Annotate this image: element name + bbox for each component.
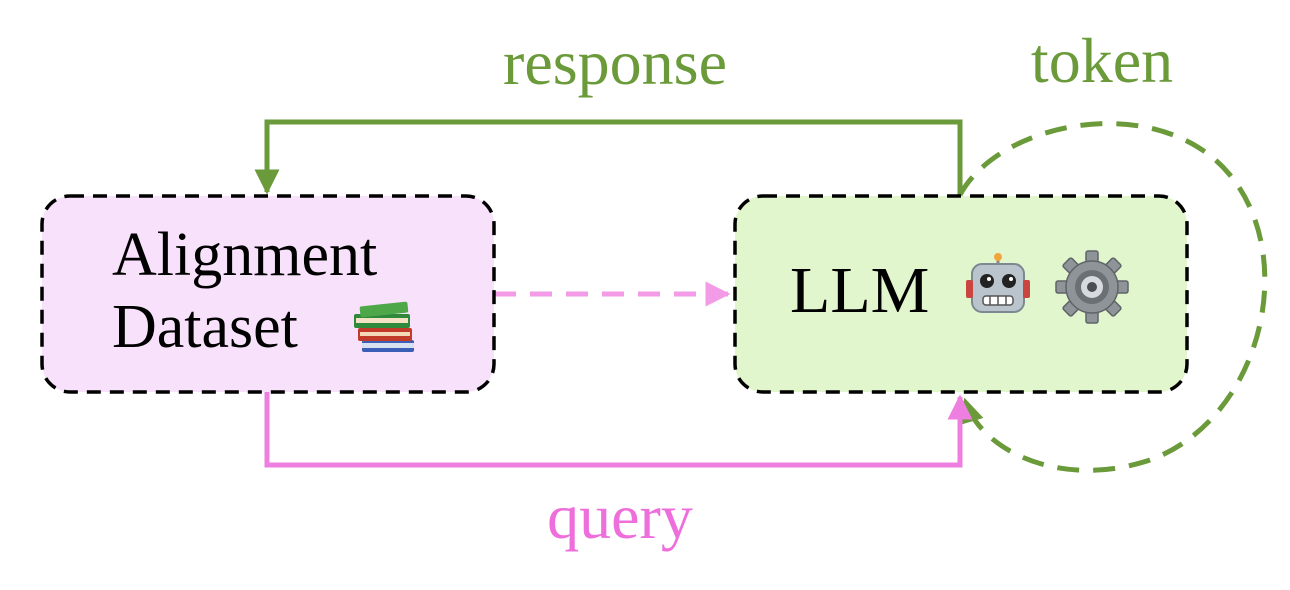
- query-label: query: [547, 481, 693, 552]
- dataset-label-line1: Alignment: [112, 221, 378, 289]
- robot-icon: [966, 253, 1030, 313]
- dataset-label: Alignment Dataset: [112, 224, 377, 368]
- dataset-label-line2: Dataset: [112, 293, 298, 361]
- gear-icon: [1055, 250, 1129, 324]
- llm-label: LLM: [790, 254, 930, 327]
- token-label: token: [1031, 25, 1173, 96]
- token-loop-arrow: [957, 121, 1268, 473]
- response-label: response: [503, 27, 727, 98]
- response-arrow: [254, 119, 963, 195]
- llm-box: [733, 194, 1189, 394]
- query-arrow: [264, 392, 973, 468]
- books-icon: [354, 301, 414, 352]
